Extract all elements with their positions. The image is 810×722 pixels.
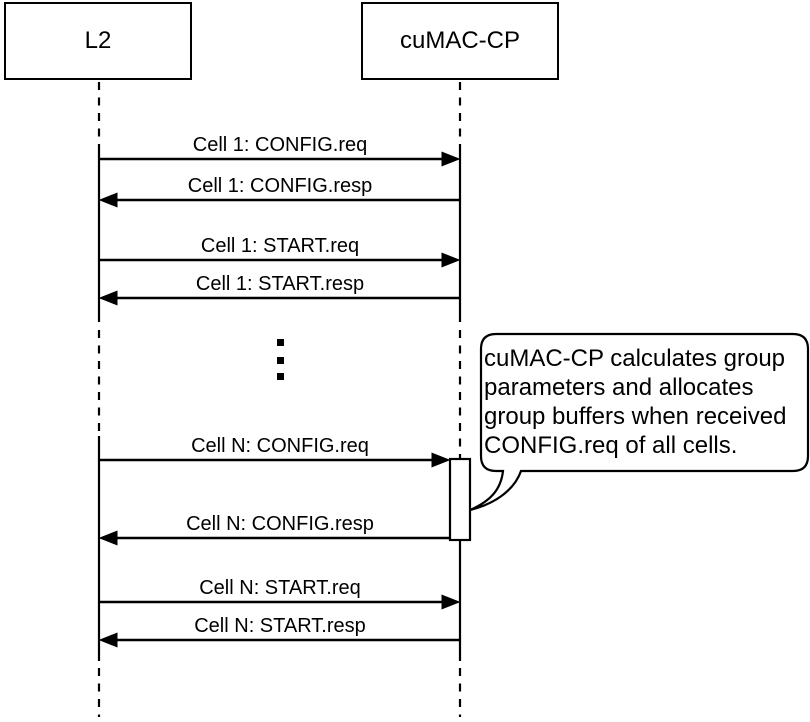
ellipsis-dot xyxy=(277,373,284,380)
arrowhead-left-icon xyxy=(98,530,118,546)
note-line: cuMAC-CP calculates group xyxy=(484,345,786,372)
message-label-celln-config-resp: Cell N: CONFIG.resp xyxy=(186,513,374,535)
note-line: group buffers when received xyxy=(484,403,787,430)
note-text: cuMAC-CP calculates group parameters and… xyxy=(484,344,806,460)
note-line: CONFIG.req of all cells. xyxy=(484,432,738,459)
arrow-celln-config-resp xyxy=(98,530,450,546)
message-label-cell1-config-req: Cell 1: CONFIG.req xyxy=(192,134,368,156)
actor-box-l2: L2 xyxy=(4,2,192,80)
arrow-celln-config-req xyxy=(100,452,451,468)
arrowhead-left-icon xyxy=(98,192,118,208)
message-label-celln-start-req: Cell N: START.req xyxy=(199,577,361,599)
message-label-celln-start-resp: Cell N: START.resp xyxy=(194,615,366,637)
arrow-cell1-start-req xyxy=(100,252,461,268)
ellipsis-dot xyxy=(277,339,284,346)
arrow-cell1-config-req xyxy=(100,151,461,167)
arrow-cell1-start-resp xyxy=(98,290,460,306)
ellipsis-dot xyxy=(277,357,284,364)
arrowhead-right-icon xyxy=(431,452,451,468)
arrow-cell1-config-resp xyxy=(98,192,460,208)
note-callout-shape xyxy=(469,332,810,512)
actor-label: L2 xyxy=(84,27,112,54)
arrowhead-right-icon xyxy=(441,594,461,610)
arrow-celln-start-resp xyxy=(98,632,460,648)
arrow-celln-start-req xyxy=(100,594,461,610)
message-label-cell1-start-resp: Cell 1: START.resp xyxy=(195,273,365,295)
message-label-celln-config-req: Cell N: CONFIG.req xyxy=(191,435,369,457)
arrowhead-left-icon xyxy=(98,290,118,306)
arrowhead-right-icon xyxy=(441,252,461,268)
arrowhead-left-icon xyxy=(98,632,118,648)
activation-bar xyxy=(448,457,472,542)
message-label-cell1-start-req: Cell 1: START.req xyxy=(200,235,360,257)
message-label-cell1-config-resp: Cell 1: CONFIG.resp xyxy=(187,175,373,197)
actor-box-cumac-cp: cuMAC-CP xyxy=(361,2,559,80)
arrowhead-right-icon xyxy=(441,151,461,167)
actor-label: cuMAC-CP xyxy=(399,27,520,54)
note-line: parameters and allocates xyxy=(484,374,754,401)
